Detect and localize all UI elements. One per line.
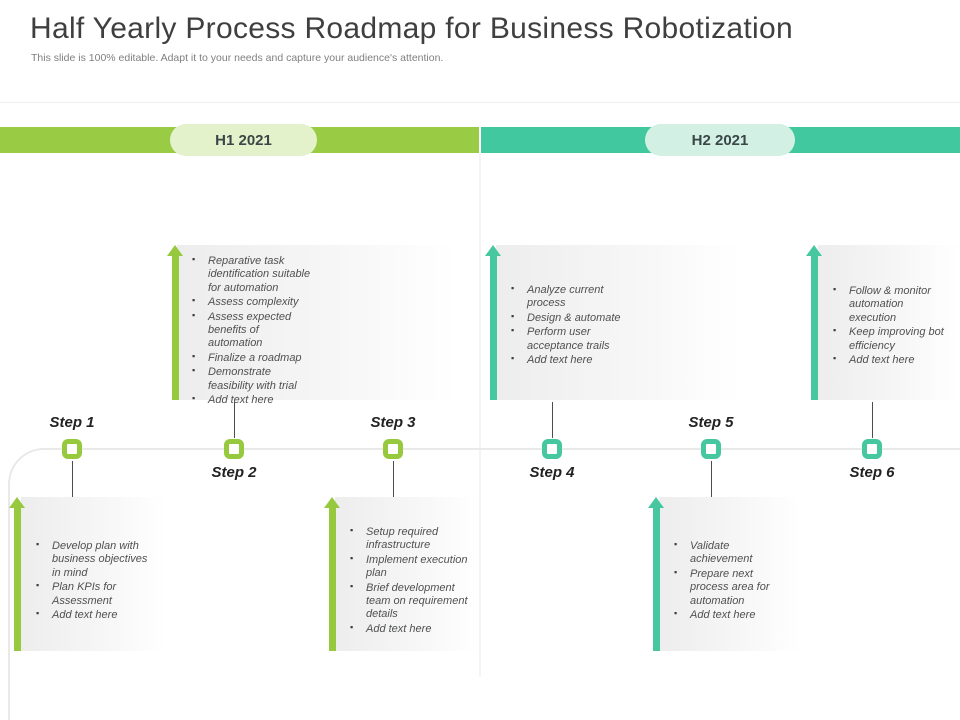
list-item: Add text here [35,608,157,622]
callout-arrow-up-icon [485,245,501,400]
list-item: Analyze current process [510,283,635,311]
list-item: Add text here [191,393,316,407]
callout-step6: Follow & monitor automation execution Ke… [818,245,960,400]
list-item: Add text here [673,608,785,622]
step2-connector [234,402,235,438]
callout-step3-list: Setup required infrastructure Implement … [335,497,477,636]
list-item: Develop plan with business objectives in… [35,539,157,580]
list-item: Follow & monitor automation execution [832,284,949,325]
list-item: Prepare next process area for automation [673,567,785,608]
step4-connector [552,402,553,438]
header-divider [0,102,960,103]
list-item: Setup required infrastructure [349,525,474,553]
list-item: Add text here [349,622,474,636]
list-item: Design & automate [510,311,635,325]
step3-connector [393,461,394,497]
page-subtitle: This slide is 100% editable. Adapt it to… [31,52,444,64]
list-item: Add text here [832,353,949,367]
callout-step1-list: Develop plan with business objectives in… [21,497,165,622]
step2-label: Step 2 [211,464,257,481]
page-title: Half Yearly Process Roadmap for Business… [30,12,793,45]
callout-step4-list: Analyze current process Design & automat… [496,245,740,367]
step1-label: Step 1 [49,414,95,431]
list-item: Add text here [510,353,635,367]
callout-step6-list: Follow & monitor automation execution Ke… [818,245,960,367]
step4-label: Step 4 [529,464,575,481]
h2-period-label: H2 2021 [691,131,749,149]
callout-step4: Analyze current process Design & automat… [496,245,740,400]
list-item: Reparative task identification suitable … [191,254,316,295]
list-item: Plan KPIs for Assessment [35,580,157,608]
callout-arrow-up-icon [324,497,340,651]
callout-arrow-up-icon [806,245,822,400]
step1-connector [72,461,73,497]
step6-marker-icon [862,439,882,459]
list-item: Brief development team on requirement de… [349,581,474,622]
callout-step3: Setup required infrastructure Implement … [335,497,477,651]
callout-arrow-up-icon [9,497,25,651]
step5-marker-icon [701,439,721,459]
callout-step2: Reparative task identification suitable … [177,245,457,406]
step6-connector [872,402,873,438]
step5-label: Step 5 [688,414,734,431]
step3-marker-icon [383,439,403,459]
callout-step2-list: Reparative task identification suitable … [177,245,457,407]
step5-connector [711,461,712,497]
list-item: Implement execution plan [349,553,474,581]
list-item: Keep improving bot efficiency [832,325,949,353]
h2-period-pill: H2 2021 [645,124,795,156]
half-year-divider [479,153,481,677]
step6-label: Step 6 [849,464,895,481]
list-item: Assess complexity [191,295,316,309]
list-item: Demonstrate feasibility with trial [191,365,316,393]
step2-marker-icon [224,439,244,459]
list-item: Perform user acceptance trails [510,325,635,353]
step3-label: Step 3 [370,414,416,431]
step1-marker-icon [62,439,82,459]
callout-arrow-up-icon [648,497,664,651]
list-item: Validate achievement [673,539,785,567]
list-item: Finalize a roadmap [191,351,316,365]
list-item: Assess expected benefits of automation [191,310,316,351]
h1-period-label: H1 2021 [215,131,272,149]
callout-step5: Validate achievement Prepare next proces… [659,497,801,651]
h1-period-pill: H1 2021 [170,124,317,156]
callout-step1: Develop plan with business objectives in… [21,497,165,651]
callout-step5-list: Validate achievement Prepare next proces… [659,497,801,622]
step4-marker-icon [542,439,562,459]
timeline-line [8,448,960,720]
callout-arrow-up-icon [167,245,183,400]
